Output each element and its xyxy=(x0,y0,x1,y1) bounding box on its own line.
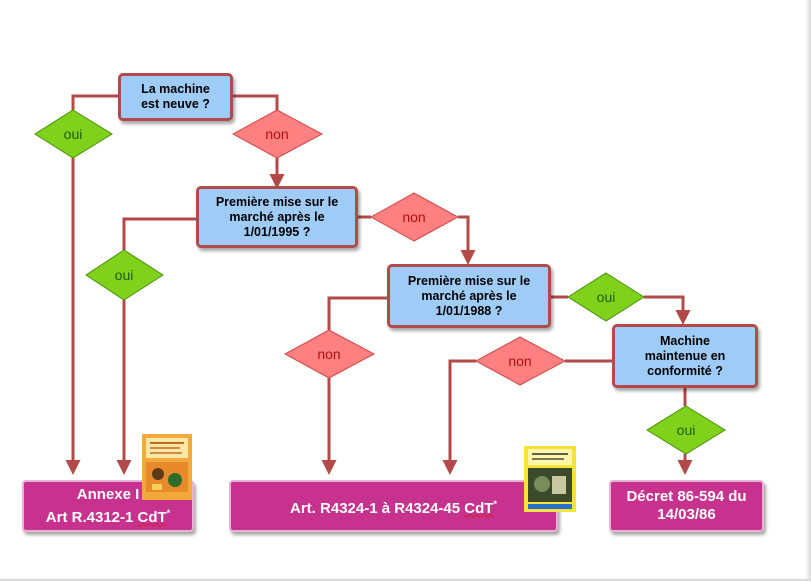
connector-non4-r2 xyxy=(442,359,476,475)
question-2-line-2: marché après le xyxy=(229,209,325,224)
decision-non-1 xyxy=(231,109,324,159)
oui-label-2: oui xyxy=(115,267,134,283)
question-1-line-2: est neuve ? xyxy=(141,97,210,111)
non-label-4: non xyxy=(508,353,531,369)
non-label-1: non xyxy=(265,126,288,142)
result-3-line-1: Décret 86-594 du xyxy=(626,488,747,505)
brochure-r4324-image xyxy=(524,446,576,512)
brochure-annexe-image xyxy=(142,434,192,500)
question-3-line-3: 1/01/1988 ? xyxy=(435,303,503,318)
result-3-line-2: 14/03/86 xyxy=(657,506,716,523)
decision-oui-1 xyxy=(34,109,113,159)
result-1-asterisk: * xyxy=(166,507,171,518)
decision-oui-3 xyxy=(567,272,645,322)
decision-non-3 xyxy=(283,329,376,379)
connector-q3-non xyxy=(327,296,387,330)
result-2-asterisk: * xyxy=(493,498,497,509)
connector-q1-oui xyxy=(71,94,118,110)
question-1-line-1: La machine xyxy=(141,82,210,96)
non-label-2: non xyxy=(402,209,425,225)
question-4-line-1: Machine xyxy=(659,333,710,348)
decision-non-4 xyxy=(474,336,567,386)
result-2-cdt: CdT xyxy=(464,499,494,517)
slide-bottom-edge xyxy=(0,579,811,581)
result-art-r4324: Art. R4324-1 à R4324-45 CdT* xyxy=(229,480,558,532)
connector-q2-oui xyxy=(122,217,196,250)
oui-label-1: oui xyxy=(64,126,83,142)
question-4-line-3: conformité ? xyxy=(647,363,723,378)
slide-right-edge xyxy=(805,0,811,581)
question-4-line-2: maintenue en xyxy=(644,348,726,363)
question-3-line-1: Première mise sur le xyxy=(407,273,531,288)
connector-non2-q3 xyxy=(458,215,476,265)
result-1-line-1: Annexe I xyxy=(76,485,140,503)
oui-label-4: oui xyxy=(677,422,696,438)
connector-oui3-q4 xyxy=(644,295,691,325)
question-3-line-2: marché après le xyxy=(421,288,517,303)
result-1-cdt: CdT xyxy=(137,508,167,526)
result-2-text: Art. R4324-1 à R4324-45 xyxy=(290,499,465,517)
result-1-line-2: Art R.4312-1 xyxy=(45,508,138,526)
decision-oui-2 xyxy=(85,249,164,301)
oui-label-3: oui xyxy=(597,289,616,305)
non-label-3: non xyxy=(317,346,340,362)
question-2-line-3: 1/01/1995 ? xyxy=(243,224,311,239)
result-annexe-i: Annexe I Art R.4312-1 CdT* xyxy=(22,480,194,532)
connector-q1-non xyxy=(233,94,279,110)
decision-non-2 xyxy=(369,192,460,242)
decision-oui-4 xyxy=(646,405,726,455)
question-2-line-1: Première mise sur le xyxy=(215,194,339,209)
